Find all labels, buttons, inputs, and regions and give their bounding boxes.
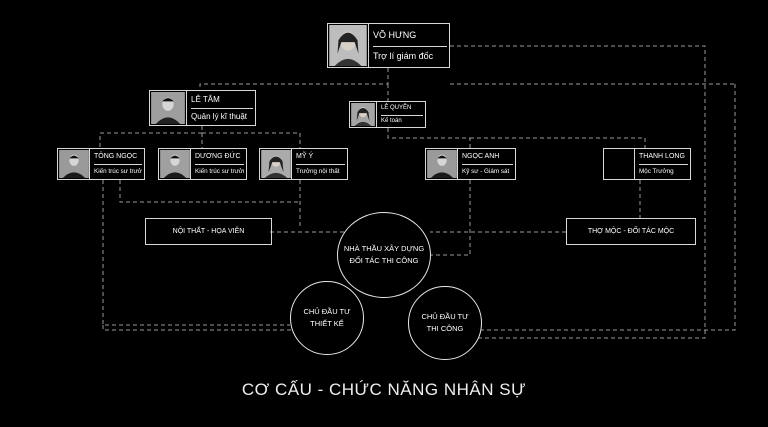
diagram-title: CƠ CẤU - CHỨC NĂNG NHÂN SỰ [241, 380, 527, 399]
name: LÊ TÂM [191, 91, 253, 109]
circle-line: NHÀ THẦU XÂY DỰNG [343, 244, 425, 253]
circle-thiet-ke: CHỦ ĐẦU TƯ THIẾT KẾ [290, 281, 364, 355]
role: Trưởng nội thất [296, 168, 340, 175]
card-tong-ngoc: TÔNG NGỌC Kiến trúc sư trưởng [57, 148, 145, 180]
card-le-quyen: LÊ QUYÊN Kế toán [349, 101, 426, 128]
box-noi-that: NỘI THẤT - HỌA VIÊN [145, 218, 272, 245]
avatar [160, 150, 190, 178]
circle-line: CHỦ ĐẦU TƯ [421, 312, 469, 321]
name: MỸ Ý [296, 149, 345, 165]
name: DƯƠNG ĐỨC [195, 149, 244, 165]
card-vo-hung: VÕ HƯNG Trợ lí giám đốc [327, 23, 450, 68]
circle-line: ĐỐI TÁC THI CÔNG [349, 256, 419, 265]
role: Mộc Trưởng [639, 168, 674, 175]
role: Kiến trúc sư trưởng [195, 168, 244, 175]
card-duong-duc: DƯƠNG ĐỨC Kiến trúc sư trưởng [158, 148, 247, 180]
role: Trợ lí giám đốc [373, 51, 434, 62]
name: VÕ HƯNG [373, 24, 447, 47]
role: Kế toán [381, 117, 402, 124]
card-ngoc-anh: NGỌC ANH Kỹ sư - Giám sát [425, 148, 516, 180]
avatar [151, 92, 185, 124]
avatar [261, 150, 291, 178]
circle-nha-thau: NHÀ THẦU XÂY DỰNG ĐỐI TÁC THI CÔNG [337, 212, 431, 298]
role: Quản lý kĩ thuật [191, 112, 248, 121]
name: THANH LONG [639, 149, 688, 165]
role: Kỹ sư - Giám sát [462, 168, 510, 175]
name: LÊ QUYÊN [381, 102, 423, 116]
circle-line: THIẾT KẾ [310, 319, 344, 328]
circle-line: THI CÔNG [426, 324, 464, 333]
card-thanh-long: THANH LONG Mộc Trưởng [603, 148, 691, 180]
avatar [351, 103, 375, 126]
card-le-tam: LÊ TÂM Quản lý kĩ thuật [149, 90, 256, 126]
avatar [329, 25, 367, 66]
box-tho-moc: THỢ MỘC - ĐỐI TÁC MỘC [566, 218, 696, 245]
circle-line: CHỦ ĐẦU TƯ [303, 307, 351, 316]
circle-thi-cong: CHỦ ĐẦU TƯ THI CÔNG [408, 286, 482, 360]
role: Kiến trúc sư trưởng [94, 168, 142, 175]
avatar [59, 150, 89, 178]
name: TÔNG NGỌC [94, 149, 142, 165]
avatar [427, 150, 457, 178]
name: NGỌC ANH [462, 149, 513, 165]
card-my-y: MỸ Ý Trưởng nội thất [259, 148, 348, 180]
